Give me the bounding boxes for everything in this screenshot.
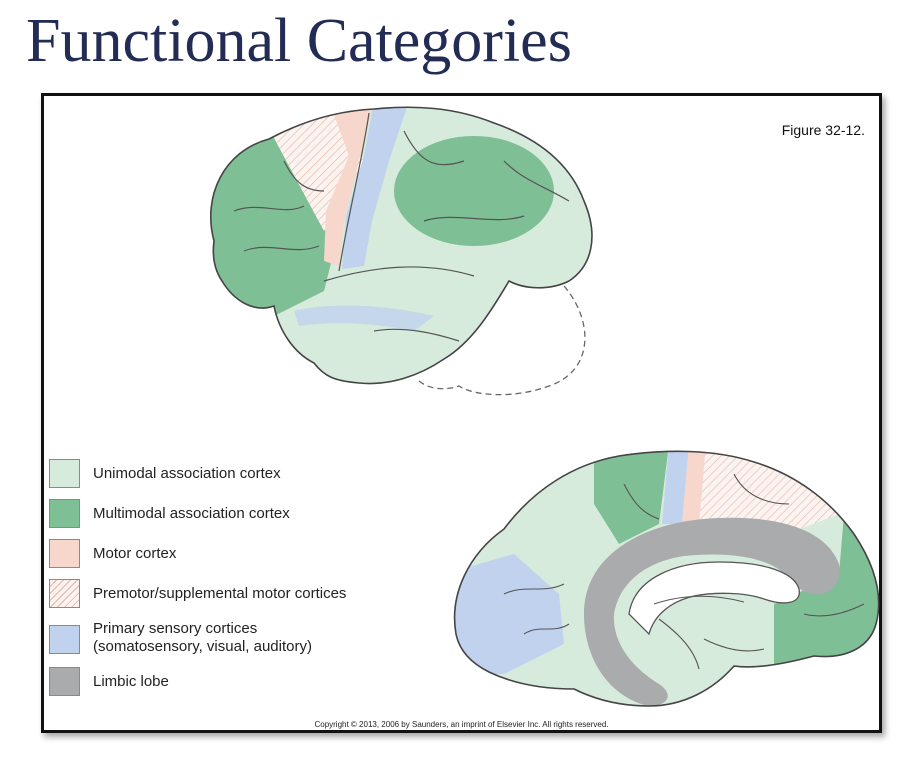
- legend-swatch-limbic: [49, 667, 80, 696]
- limbic-cingulate-region: [584, 517, 840, 706]
- legend-item-primary-sensory: Primary sensory cortices (somatosensory,…: [49, 619, 409, 661]
- motor-region: [324, 107, 374, 266]
- legend-swatch-motor: [49, 539, 80, 568]
- legend-swatch-multimodal: [49, 499, 80, 528]
- medial-brain-illustration: [453, 450, 880, 707]
- auditory-region: [294, 305, 434, 331]
- legend-label-limbic: Limbic lobe: [93, 673, 169, 690]
- legend-item-limbic: Limbic lobe: [49, 667, 409, 701]
- visual-cortex-region: [454, 554, 564, 674]
- legend-item-multimodal: Multimodal association cortex: [49, 499, 409, 533]
- legend-swatch-primary-sensory: [49, 625, 80, 654]
- legend-label-primary-sensory-detail: (somatosensory, visual, auditory): [93, 638, 312, 655]
- legend-label-motor: Motor cortex: [93, 545, 177, 562]
- medial-parietal-multimodal-region: [594, 451, 669, 544]
- figure-frame: Figure 32-12.: [41, 93, 882, 733]
- legend-label-primary-sensory: Primary sensory cortices: [93, 620, 258, 637]
- medial-motor-region: [682, 451, 706, 524]
- slide-title: Functional Categories: [26, 7, 572, 75]
- legend-label-unimodal: Unimodal association cortex: [93, 465, 281, 482]
- medial-somatosensory-region: [662, 451, 689, 524]
- legend-item-premotor: Premotor/supplemental motor cortices: [49, 579, 409, 613]
- legend-swatch-premotor: [49, 579, 80, 608]
- corpus-callosum-outline: [628, 561, 800, 636]
- legend-swatch-unimodal: [49, 459, 80, 488]
- legend-label-multimodal: Multimodal association cortex: [93, 505, 290, 522]
- legend-label-premotor: Premotor/supplemental motor cortices: [93, 585, 347, 602]
- copyright-notice: Copyright © 2013, 2006 by Saunders, an i…: [314, 720, 609, 729]
- lateral-brain-illustration: [209, 106, 593, 396]
- figure-label: Figure 32-12.: [781, 122, 865, 138]
- somatosensory-region: [342, 107, 409, 269]
- legend-item-motor: Motor cortex: [49, 539, 409, 573]
- legend-item-unimodal: Unimodal association cortex: [49, 459, 409, 493]
